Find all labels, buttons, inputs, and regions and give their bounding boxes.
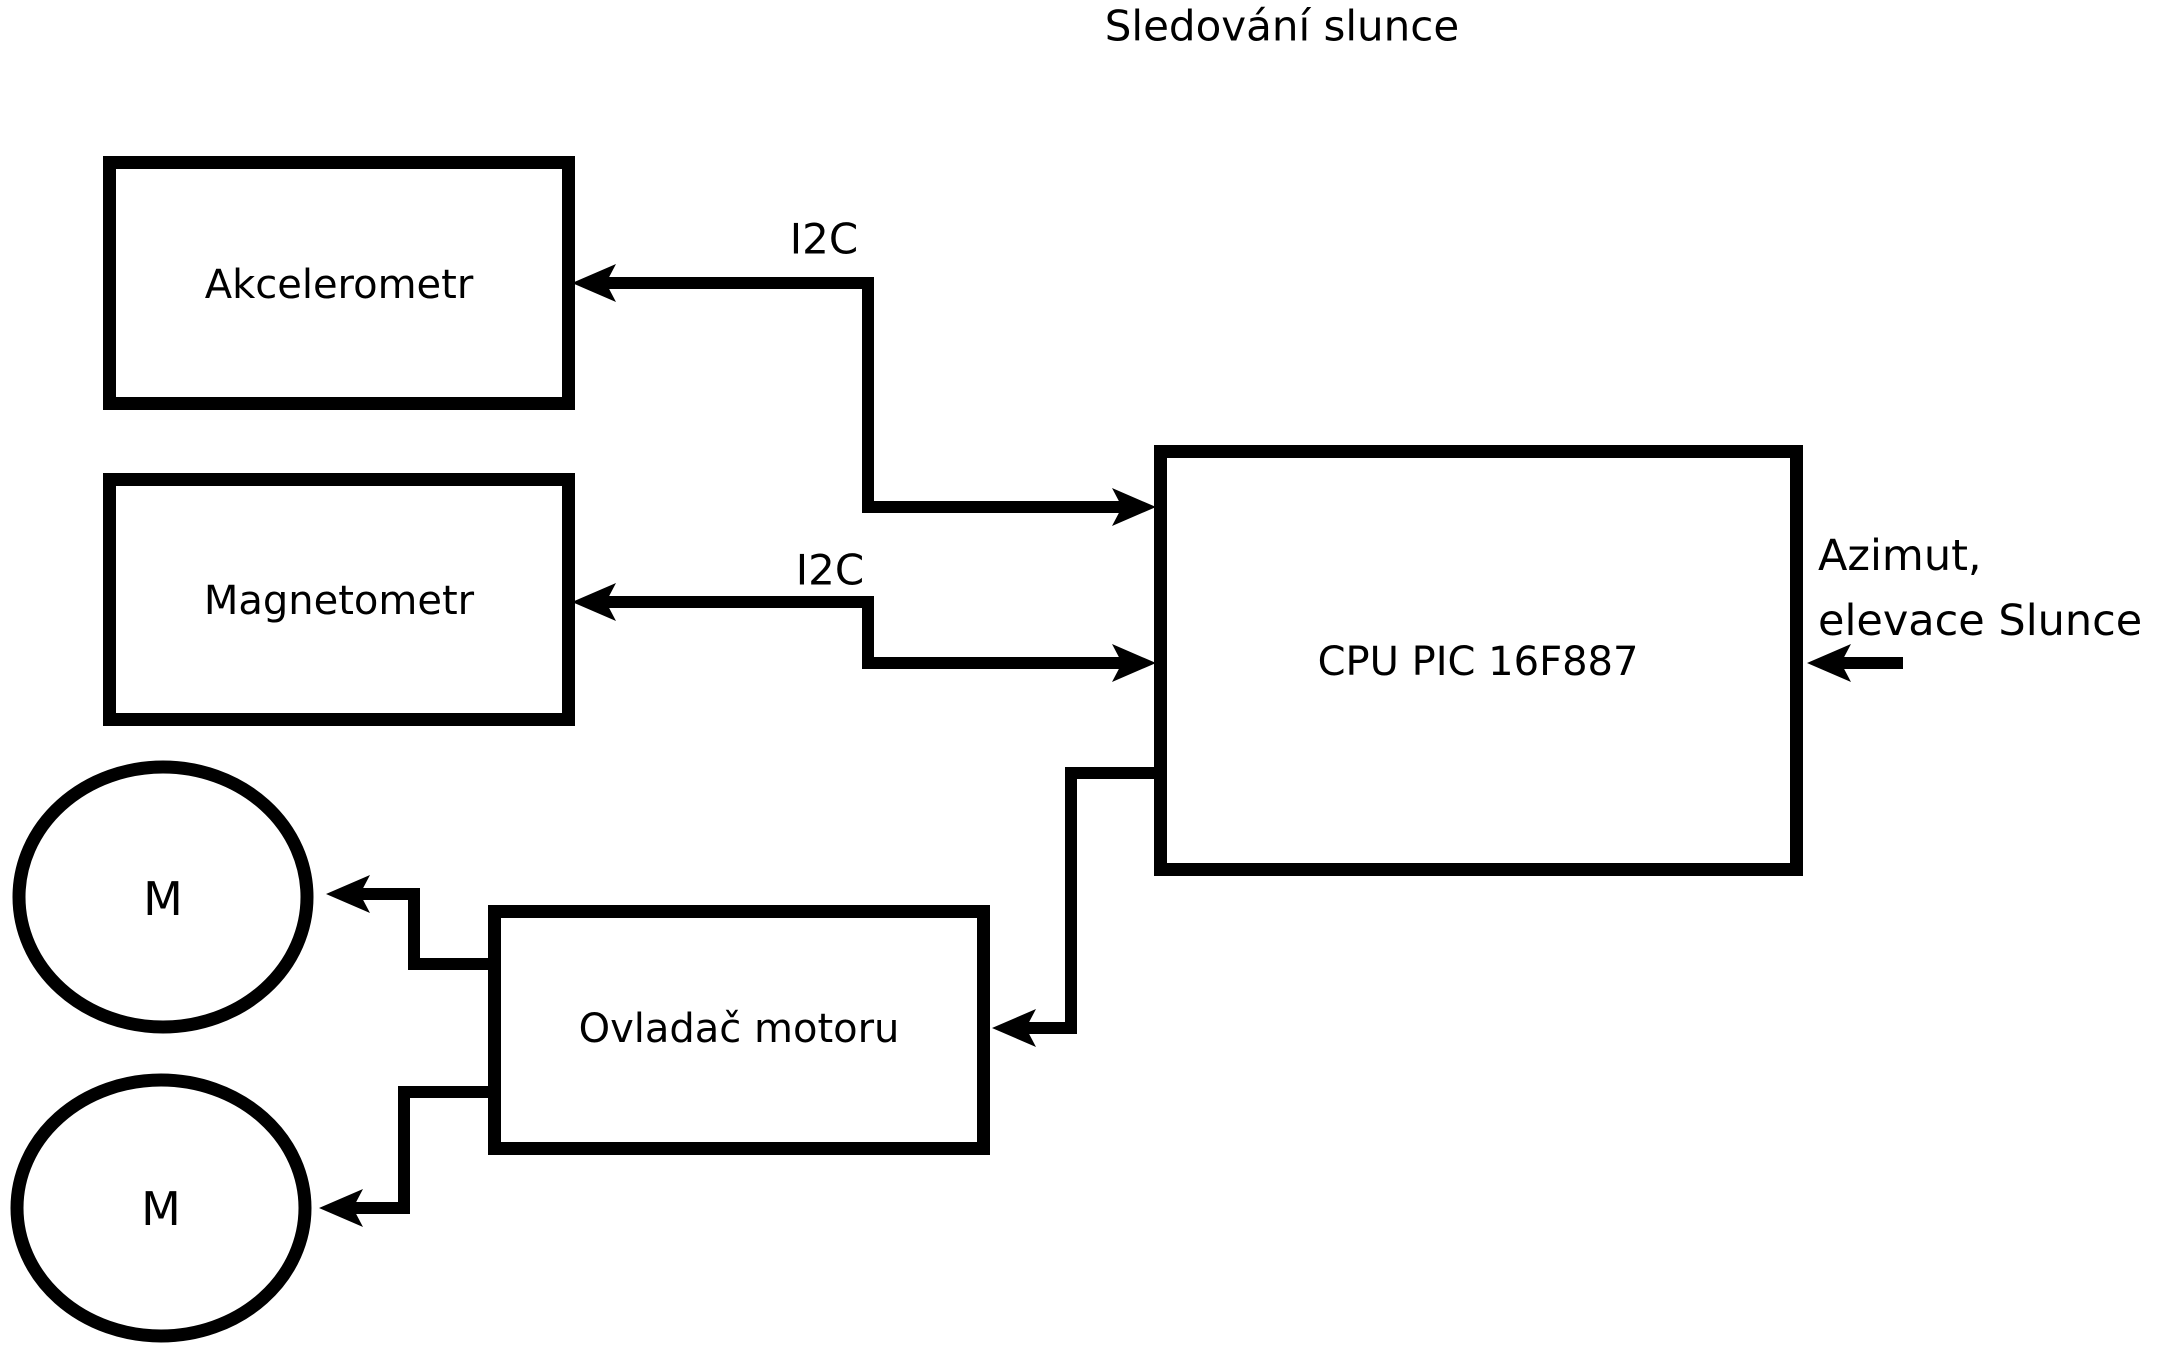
- motor-driver-box: [488, 905, 990, 1155]
- magnetometer-label: Magnetometr: [204, 578, 475, 624]
- motor-driver-label: Ovladač motoru: [579, 1006, 900, 1052]
- i2c-magnet-wire: [606, 596, 1122, 669]
- arrowhead-into-magnetometer: [572, 583, 616, 621]
- cpu-label: CPU PIC 16F887: [1318, 639, 1639, 685]
- sun-input-label-line2: elevace Slunce: [1818, 596, 2142, 646]
- i2c-accel-label: I2C: [790, 215, 858, 264]
- cpu-box: [1154, 445, 1803, 876]
- arrowhead-into-cpu-middle: [1112, 644, 1156, 682]
- arrowhead-into-cpu-right: [1807, 644, 1851, 682]
- magnetometer-box: [103, 473, 575, 726]
- motor2-circle: [10, 1073, 312, 1343]
- arrowhead-into-motor-driver: [992, 1009, 1036, 1047]
- motor2-label: M: [141, 1182, 181, 1236]
- i2c-accel-wire: [606, 277, 1122, 513]
- arrowhead-into-cpu-top: [1112, 488, 1156, 526]
- driver-to-motor1-wire: [360, 888, 488, 970]
- diagram-title: Sledování slunce: [1105, 2, 1459, 51]
- driver-to-motor2-wire: [353, 1086, 488, 1214]
- accelerometer-label: Akcelerometr: [205, 262, 474, 308]
- accelerometer-box: [103, 156, 575, 410]
- arrowhead-into-accelerometer: [572, 264, 616, 302]
- motor1-label: M: [143, 872, 183, 926]
- i2c-magnet-label: I2C: [796, 546, 864, 595]
- arrowhead-into-motor1: [326, 875, 370, 913]
- arrowhead-into-motor2: [319, 1189, 363, 1227]
- motor1-circle: [12, 760, 314, 1034]
- cpu-to-motor-driver-wire: [1026, 767, 1154, 1034]
- sun-input-label-line1: Azimut,: [1818, 531, 1982, 581]
